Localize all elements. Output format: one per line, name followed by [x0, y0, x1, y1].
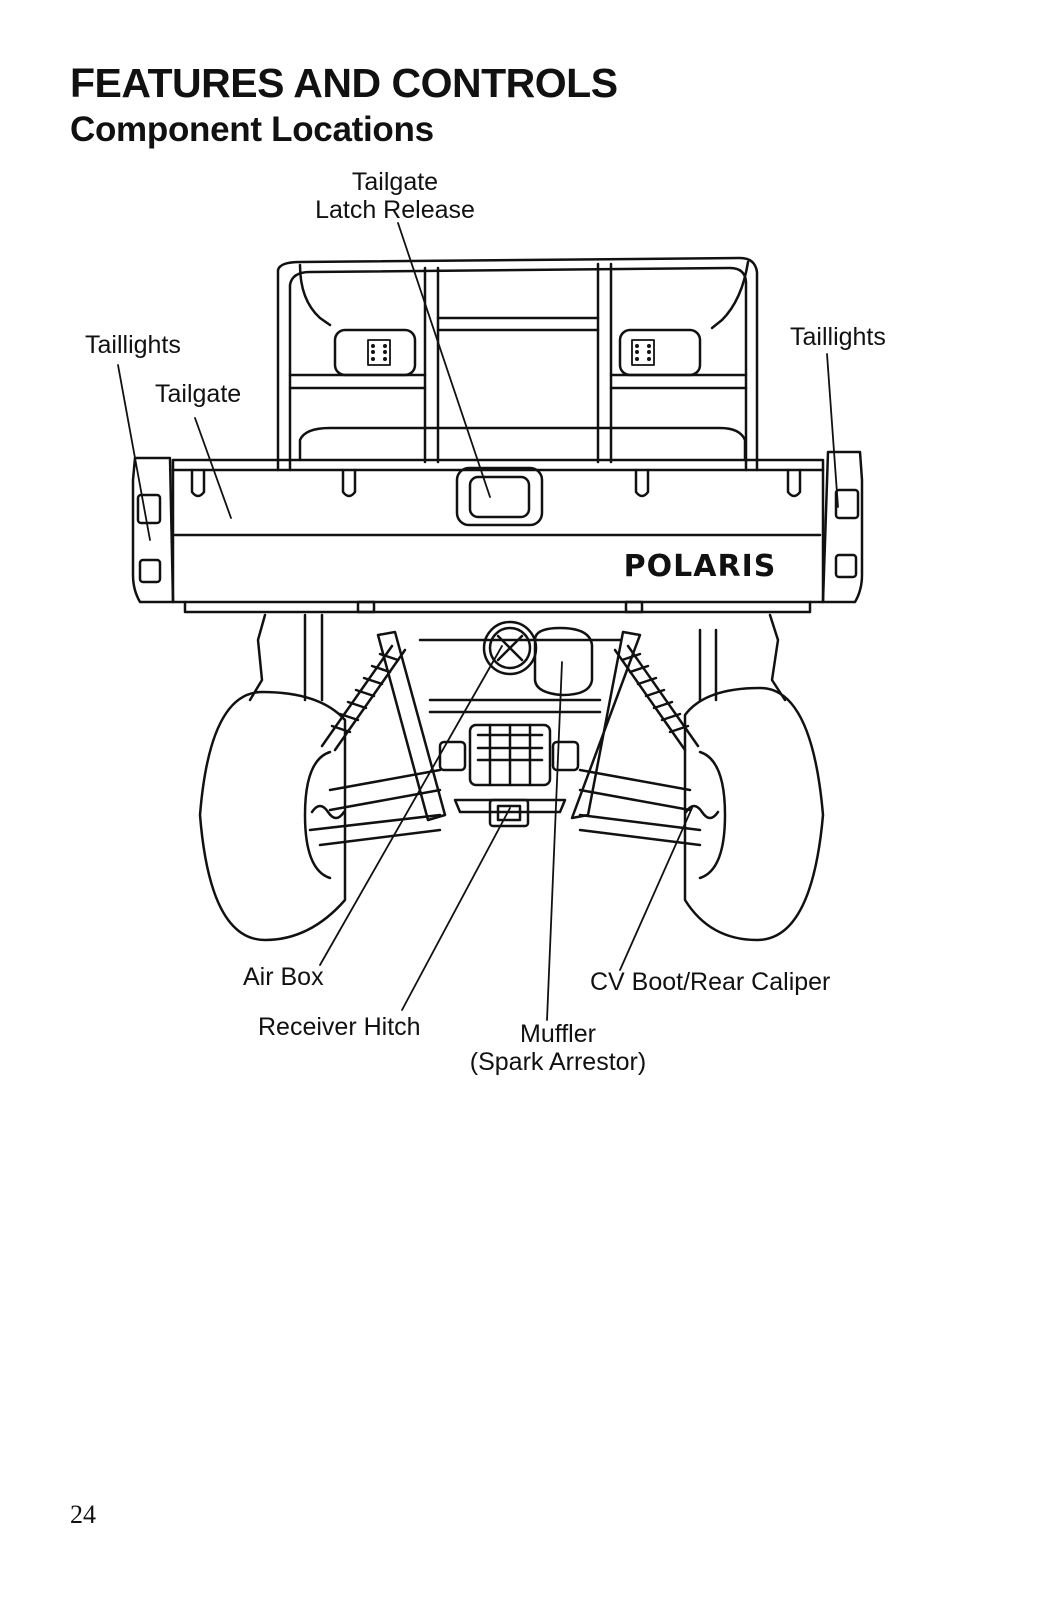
air-box-and-muffler	[482, 620, 594, 697]
drivetrain	[308, 723, 720, 847]
frame	[248, 613, 787, 714]
callout-air-box: Air Box	[243, 963, 324, 991]
callout-tailgate-latch-line2: Latch Release	[315, 196, 475, 224]
taillight-right-housing	[821, 450, 864, 604]
callout-taillights-left: Taillights	[85, 331, 181, 359]
callout-cv-boot: CV Boot/Rear Caliper	[590, 968, 830, 996]
page-number: 24	[70, 1500, 96, 1529]
cargo-box	[171, 458, 825, 614]
callout-labels: Tailgate Latch Release Taillights Tailga…	[85, 168, 886, 1076]
polaris-logo: POLARIS	[624, 549, 777, 584]
taillight-left-housing	[131, 456, 175, 604]
callout-receiver-hitch: Receiver Hitch	[258, 1013, 421, 1041]
callout-tailgate-latch-line1: Tailgate	[352, 168, 438, 196]
callout-muffler-line1: Muffler	[520, 1020, 596, 1048]
page-subtitle: Component Locations	[70, 110, 434, 149]
tire-left	[198, 690, 347, 942]
callout-tailgate: Tailgate	[155, 380, 241, 408]
callout-taillights-right: Taillights	[790, 323, 886, 351]
roll-cage	[276, 256, 759, 472]
callout-muffler-line2: (Spark Arrestor)	[470, 1048, 646, 1076]
leader-lines	[117, 222, 839, 1021]
page-title: FEATURES AND CONTROLS	[70, 60, 618, 106]
tire-right	[683, 686, 825, 942]
shock-left	[320, 644, 407, 752]
